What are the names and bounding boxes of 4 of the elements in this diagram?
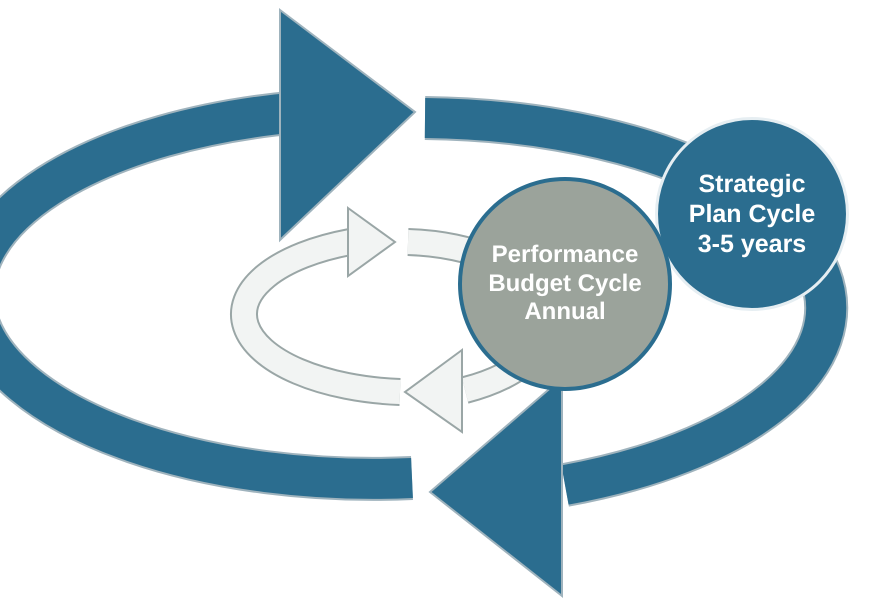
- circle-sublabel: 3-5 years: [698, 229, 806, 259]
- circle-sublabel: Annual: [524, 298, 606, 328]
- circle-label: Performance Budget Cycle: [487, 240, 643, 298]
- circle-label: Strategic Plan Cycle: [688, 169, 816, 229]
